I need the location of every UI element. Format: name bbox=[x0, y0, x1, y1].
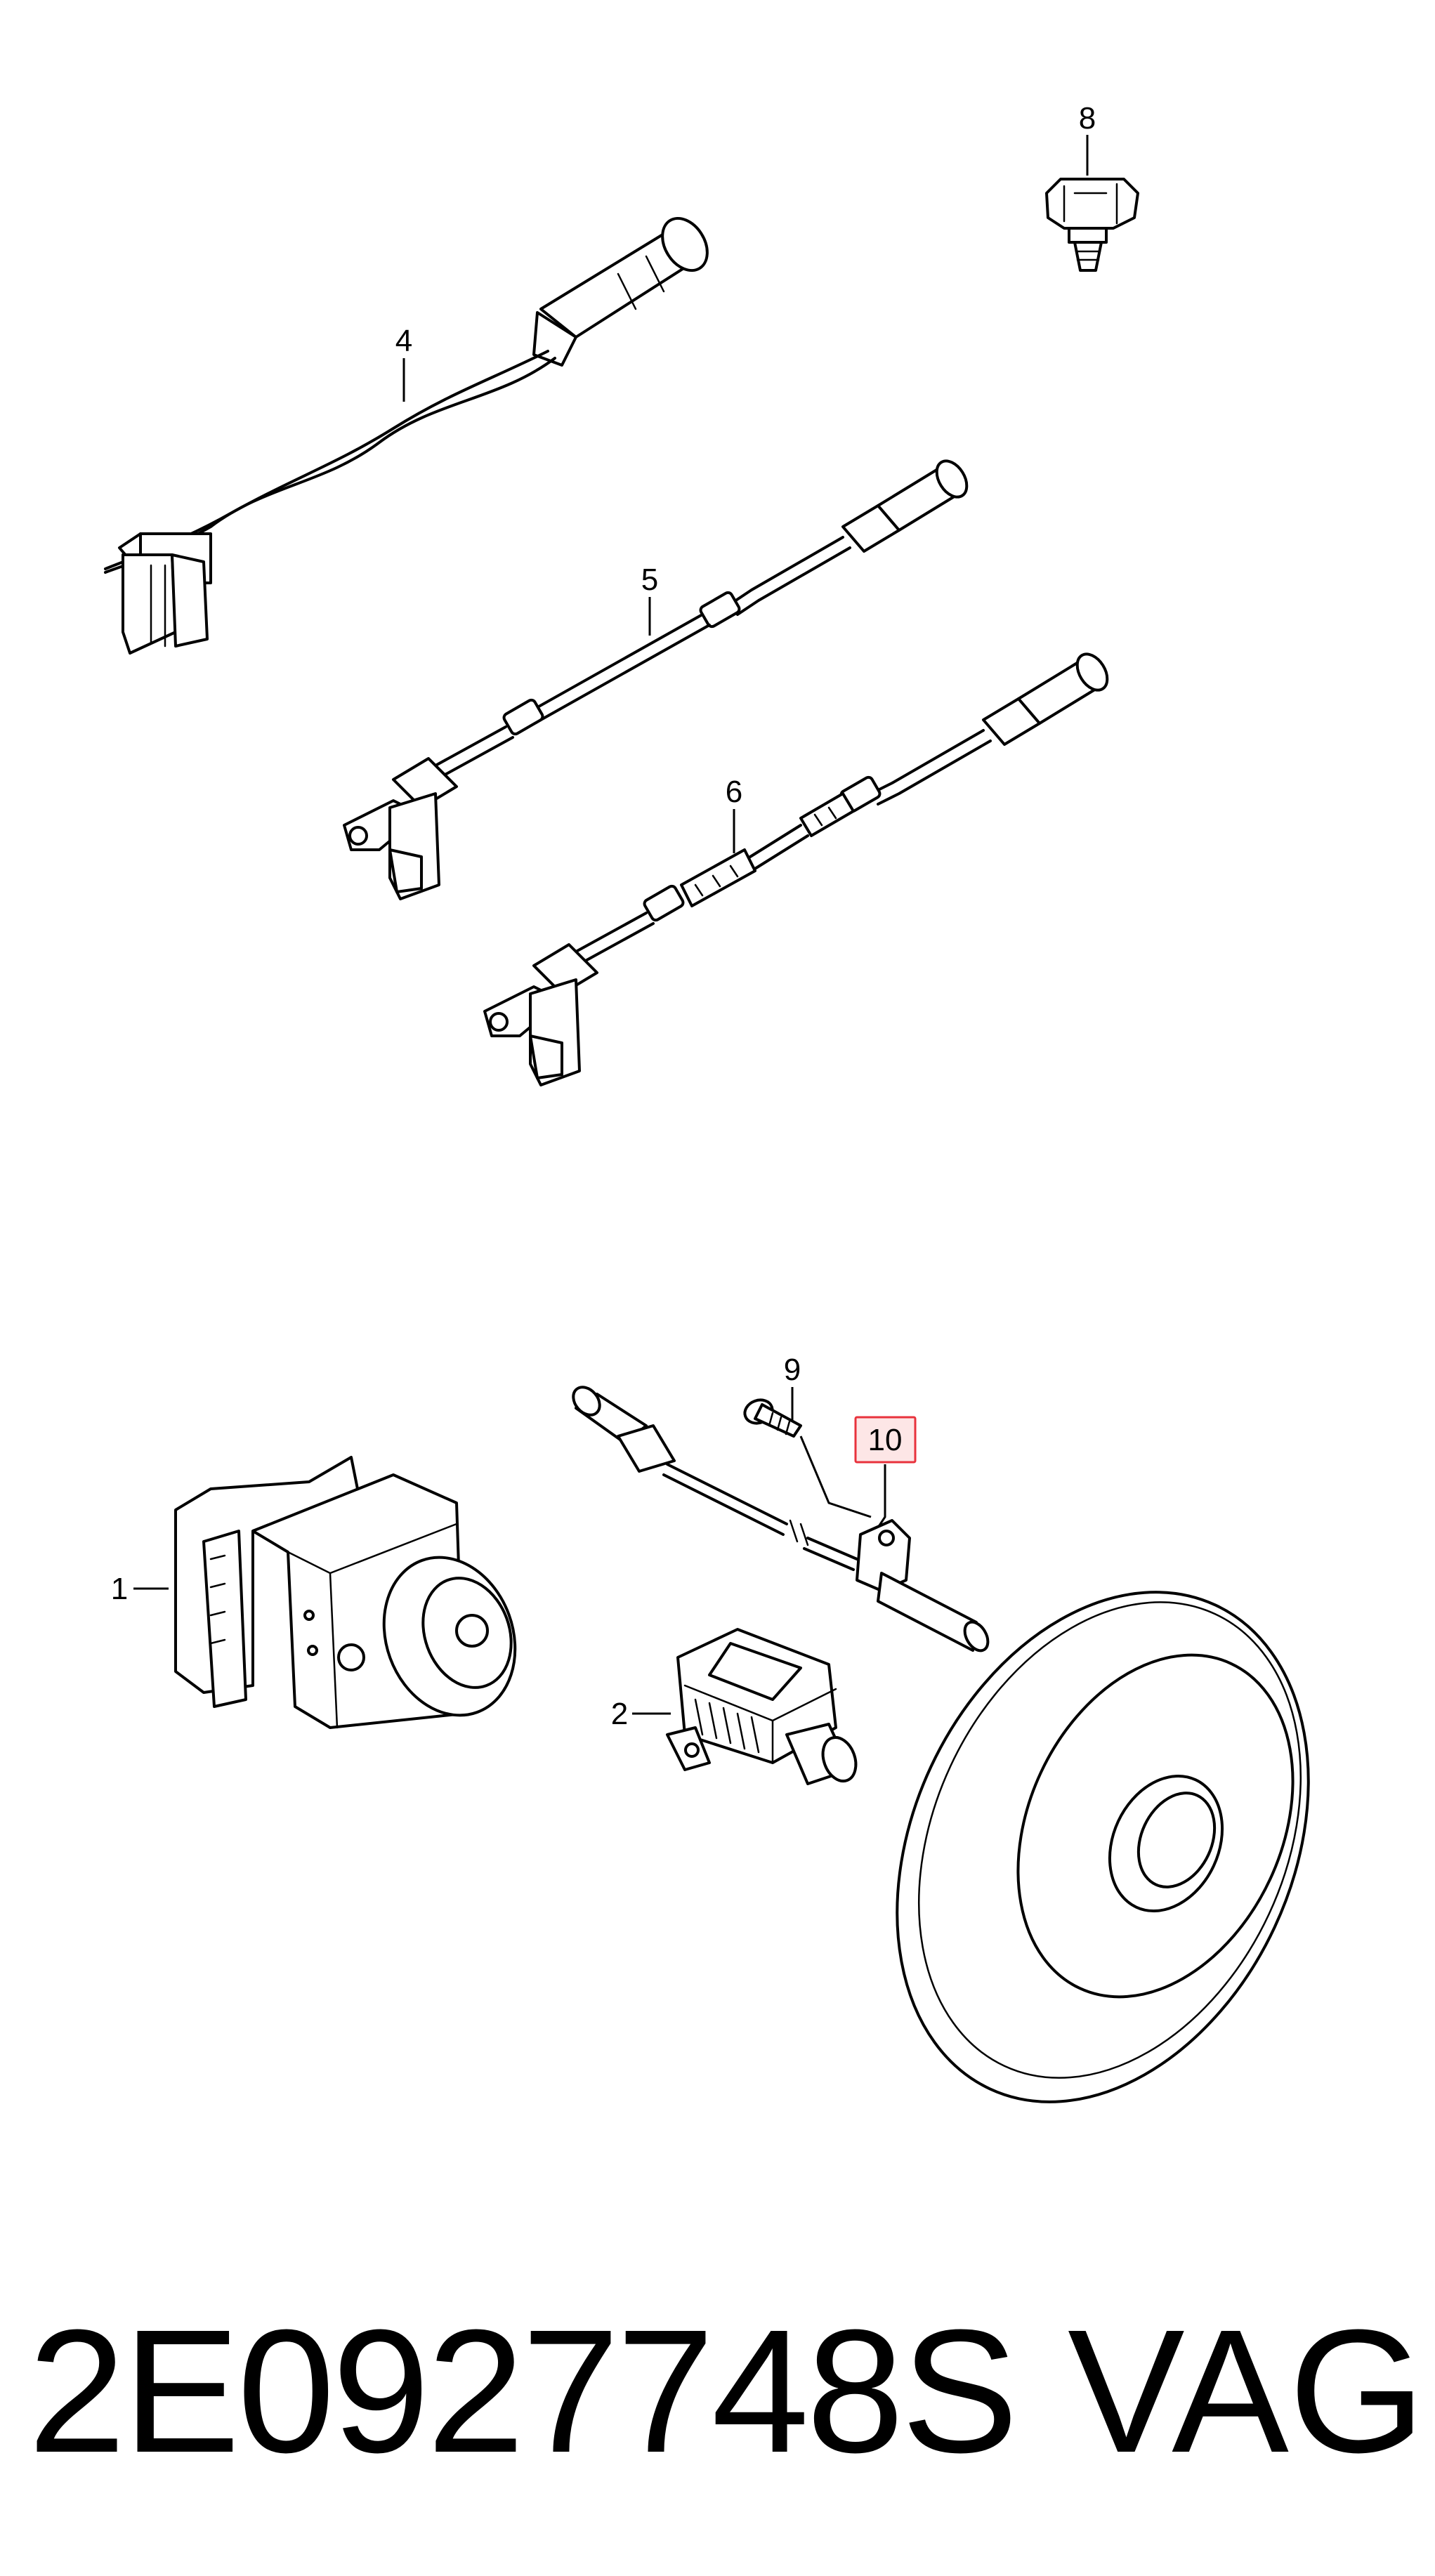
part-1-abs-unit bbox=[133, 1456, 517, 1729]
footer: 2E0927748S VAG bbox=[0, 2247, 1435, 2576]
part-10-abs-sensor bbox=[572, 1386, 990, 1652]
parts-diagram: 8 4 bbox=[104, 101, 1310, 2103]
callout-10-highlight bbox=[854, 1416, 917, 1464]
part-number: 2E0927748S bbox=[28, 2293, 1018, 2489]
part-5-abs-sensor bbox=[343, 459, 969, 900]
brand-label: VAG bbox=[1068, 2293, 1426, 2489]
callout-1[interactable]: 1 bbox=[111, 1572, 128, 1606]
part-8-clip bbox=[1045, 135, 1139, 272]
callout-10[interactable]: 10 bbox=[868, 1423, 903, 1457]
callout-6[interactable]: 6 bbox=[726, 775, 742, 809]
part-4-wear-indicator bbox=[104, 216, 709, 655]
callout-9[interactable]: 9 bbox=[784, 1353, 801, 1387]
callout-8[interactable]: 8 bbox=[1079, 101, 1096, 136]
part-6-abs-sensor bbox=[483, 652, 1109, 1086]
callout-4[interactable]: 4 bbox=[395, 324, 412, 358]
part-2-yaw-sensor bbox=[632, 1628, 858, 1785]
brake-disc bbox=[896, 1591, 1310, 2103]
part-9-bolt bbox=[743, 1387, 802, 1438]
callout-5[interactable]: 5 bbox=[641, 563, 658, 597]
callout-2[interactable]: 2 bbox=[611, 1697, 628, 1731]
